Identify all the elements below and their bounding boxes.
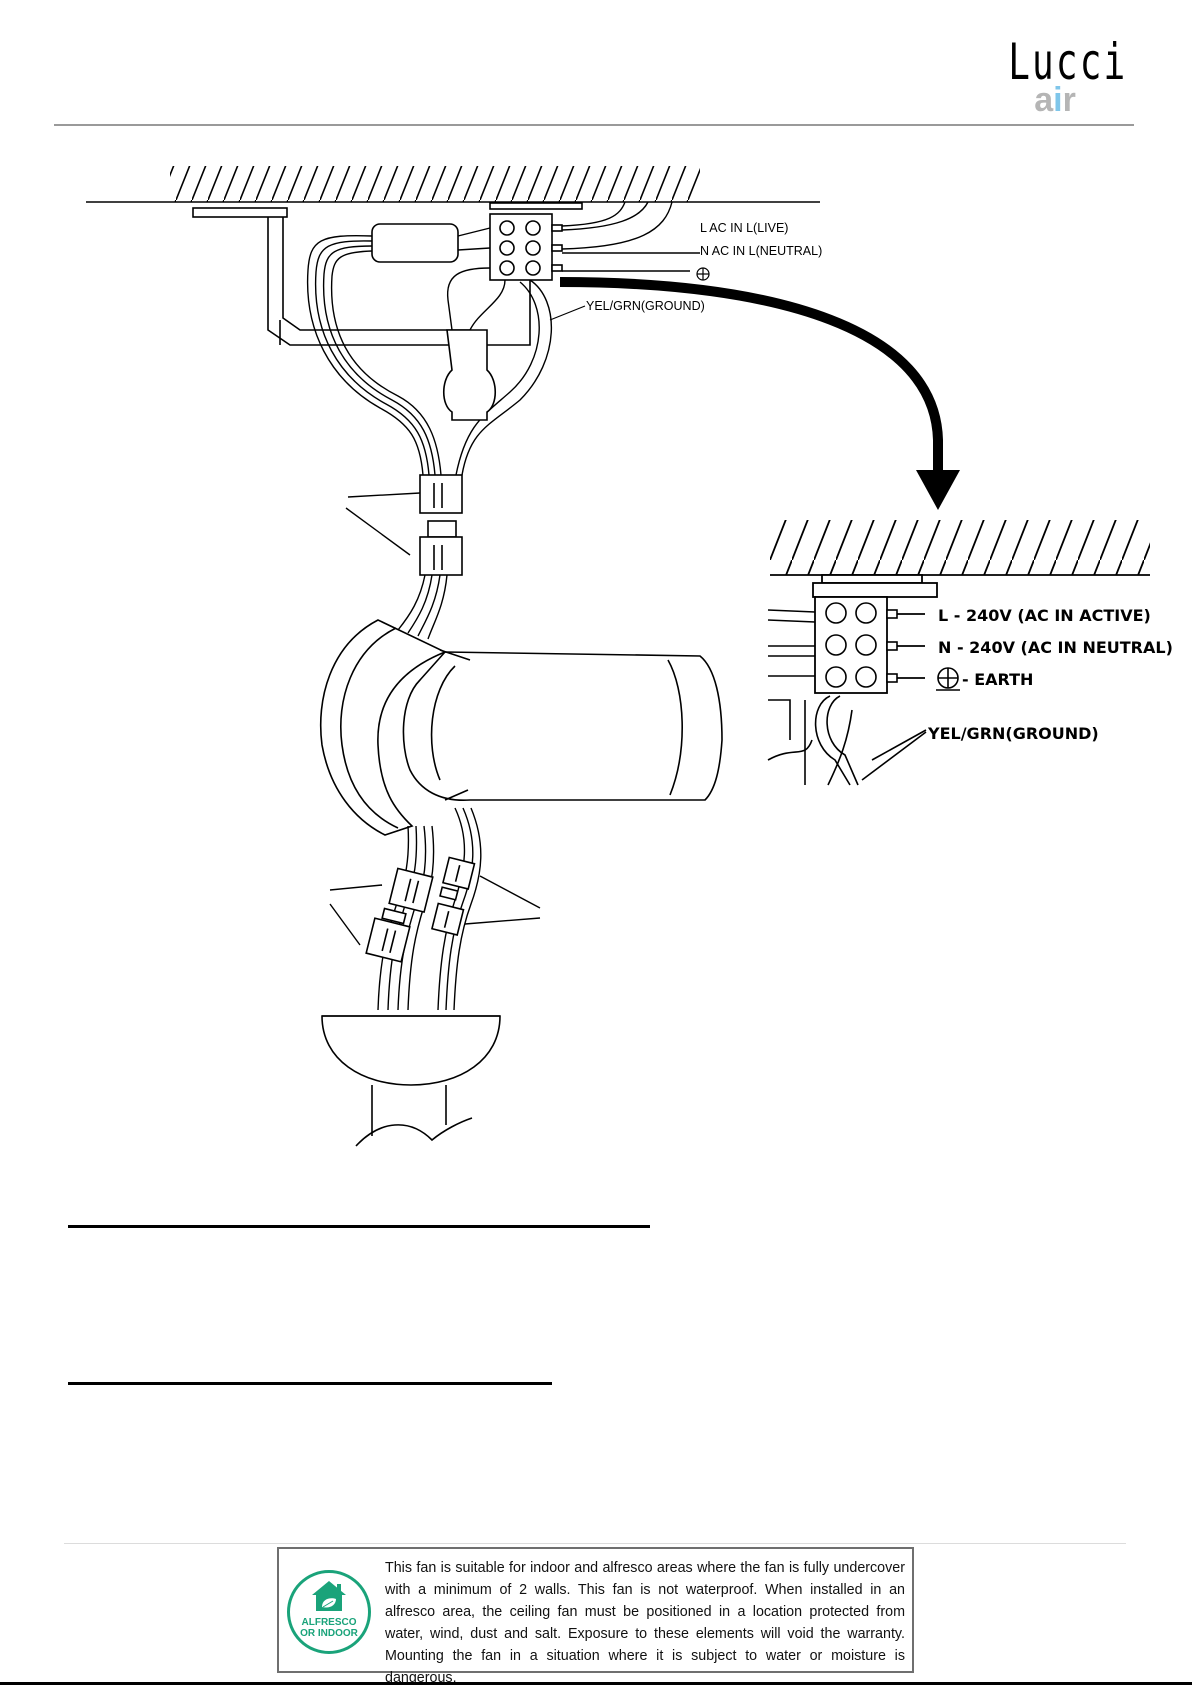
inset-label-neutral: N - 240V (AC IN NEUTRAL) — [938, 638, 1173, 657]
inset-label-live: L - 240V (AC IN ACTIVE) — [938, 606, 1151, 625]
motor-housing — [321, 1015, 501, 1147]
section-rule-1 — [68, 1225, 650, 1228]
alfresco-notice-text: This fan is suitable for indoor and alfr… — [385, 1560, 905, 1686]
inset-label-ground: YEL/GRN(GROUND) — [927, 724, 1099, 743]
internal-wires — [306, 227, 553, 476]
main-label-ground: YEL/GRN(GROUND) — [586, 299, 705, 313]
alfresco-badge-line1: ALFRESCO — [301, 1617, 357, 1628]
inset-detail — [767, 520, 1150, 786]
brand-logo-sub-r: r — [1062, 81, 1076, 119]
section-rule-2 — [68, 1382, 552, 1385]
mounting-bracket — [192, 202, 583, 346]
brand-logo-sub-i: i — [1053, 81, 1063, 119]
alfresco-badge-text: ALFRESCO OR INDOOR — [290, 1617, 368, 1639]
brand-logo: Lucci air — [990, 34, 1125, 124]
supply-wires — [561, 201, 700, 272]
main-label-neutral: N AC IN L(NEUTRAL) — [700, 244, 822, 258]
page-bottom-edge — [0, 1682, 1192, 1685]
receiver-box — [371, 223, 459, 263]
brand-logo-sub-a: a — [1034, 81, 1054, 119]
fan-canopy — [319, 619, 723, 836]
connector-pointer-lines — [329, 875, 541, 946]
ceiling — [86, 166, 820, 203]
canopy-wires — [397, 574, 448, 640]
lower-plug-connectors — [365, 856, 476, 963]
footer-divider — [64, 1543, 1126, 1544]
zoom-arrow — [559, 277, 960, 510]
inset-earth-symbol — [936, 667, 960, 691]
wiring-diagram: L AC IN L(LIVE) N AC IN L(NEUTRAL) YEL/G… — [86, 166, 1173, 1147]
alfresco-badge: ALFRESCO OR INDOOR — [287, 1570, 371, 1654]
downrod-wires — [377, 807, 482, 1011]
main-label-live: L AC IN L(LIVE) — [700, 221, 788, 235]
main-earth-symbol — [696, 267, 710, 281]
terminal-block — [489, 213, 563, 281]
ground-crimp — [442, 329, 497, 421]
header-divider — [54, 124, 1134, 126]
inset-label-earth: - EARTH — [962, 670, 1033, 689]
upper-plug-connector — [419, 474, 463, 576]
house-leaf-icon — [312, 1581, 346, 1611]
alfresco-notice-box: ALFRESCO OR INDOOR This fan is suitable … — [277, 1547, 914, 1686]
alfresco-badge-line2: OR INDOOR — [300, 1628, 358, 1639]
brand-logo-sub: air — [990, 80, 1120, 120]
